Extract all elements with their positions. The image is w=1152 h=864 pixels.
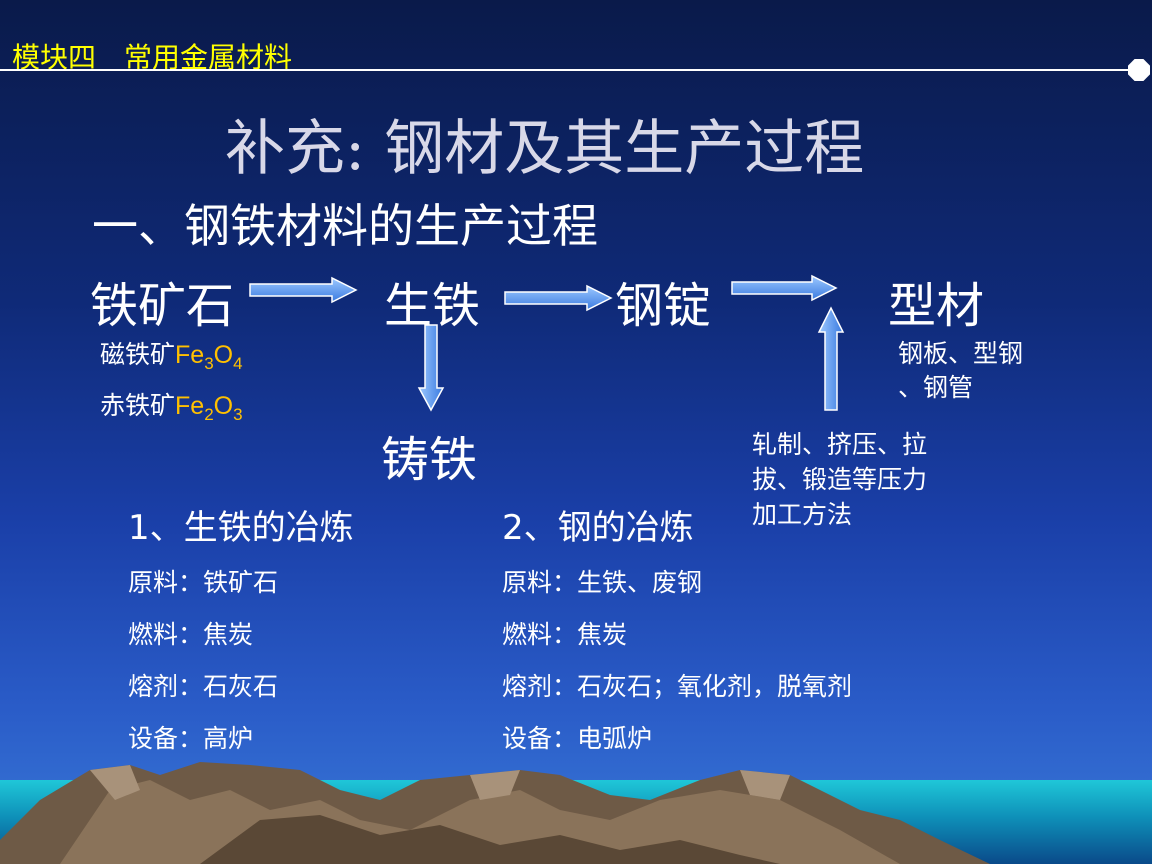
module-header: 模块四 常用金属材料 xyxy=(12,42,293,73)
pig-iron-raw-material: 原料：铁矿石 xyxy=(128,568,279,597)
hematite-formula: Fe2O3 xyxy=(175,392,243,424)
products-line-2: 、钢管 xyxy=(898,373,974,402)
node-iron-ore: 铁矿石 xyxy=(90,278,235,334)
section-heading: 一、钢铁材料的生产过程 xyxy=(92,199,598,253)
arrow-processing-to-profile xyxy=(817,306,845,411)
processing-line-1: 轧制、挤压、拉 xyxy=(752,430,928,459)
node-steel-profile: 型材 xyxy=(888,278,985,334)
arrow-ore-to-pig-iron xyxy=(249,276,358,304)
arrow-pig-iron-to-cast-iron xyxy=(417,324,445,412)
header-divider xyxy=(0,69,1138,71)
steel-flux: 熔剂：石灰石；氧化剂，脱氧剂 xyxy=(502,672,853,701)
processing-line-2: 拔、锻造等压力 xyxy=(752,465,928,494)
pig-iron-fuel: 燃料：焦炭 xyxy=(128,620,254,649)
arrow-ingot-to-profile xyxy=(731,274,838,302)
products-line-1: 钢板、型钢 xyxy=(898,339,1024,368)
header-octagon-marker xyxy=(1128,59,1150,81)
pig-iron-flux: 熔剂：石灰石 xyxy=(128,672,279,701)
pig-iron-smelting-heading: 1、生铁的冶炼 xyxy=(128,508,354,548)
pig-iron-equipment: 设备：高炉 xyxy=(128,724,254,753)
ore-hematite: 赤铁矿Fe2O3 xyxy=(100,391,243,424)
processing-line-3: 加工方法 xyxy=(752,500,853,529)
arrow-pig-iron-to-ingot xyxy=(504,284,613,312)
node-cast-iron: 铸铁 xyxy=(381,432,478,488)
magnetite-formula: Fe3O4 xyxy=(175,341,243,373)
slide-title: 补充: 钢材及其生产过程 xyxy=(225,114,865,184)
steel-fuel: 燃料：焦炭 xyxy=(502,620,628,649)
steel-raw-material: 原料：生铁、废钢 xyxy=(502,568,703,597)
steel-smelting-heading: 2、钢的冶炼 xyxy=(502,508,694,548)
ore-magnetite: 磁铁矿Fe3O4 xyxy=(100,340,243,373)
node-steel-ingot: 钢锭 xyxy=(615,278,712,334)
steel-equipment: 设备：电弧炉 xyxy=(502,724,653,753)
